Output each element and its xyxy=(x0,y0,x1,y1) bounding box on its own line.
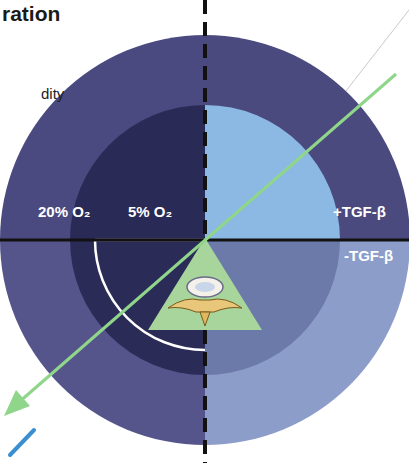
note-text: dity xyxy=(41,85,64,102)
green-arrow xyxy=(18,74,396,403)
vertical-dashed-axis xyxy=(203,0,207,463)
green-triangle xyxy=(148,238,262,330)
blue-stick xyxy=(10,430,34,455)
outer-quadrant xyxy=(0,240,205,445)
quadrant-label: 5% O₂ xyxy=(128,203,172,220)
vertebra-icon xyxy=(168,277,242,326)
inner-quadrant xyxy=(205,105,340,240)
arrowhead xyxy=(4,390,30,416)
quadrant-label: +TGF-β xyxy=(333,203,386,220)
heading: ration xyxy=(2,2,60,26)
outer-quadrant xyxy=(205,35,409,240)
outer-quadrant xyxy=(205,240,409,445)
quadrant-label: 20% O₂ xyxy=(38,203,91,220)
outer-quadrant xyxy=(0,35,205,240)
quadrant-label: -TGF-β xyxy=(344,247,393,264)
